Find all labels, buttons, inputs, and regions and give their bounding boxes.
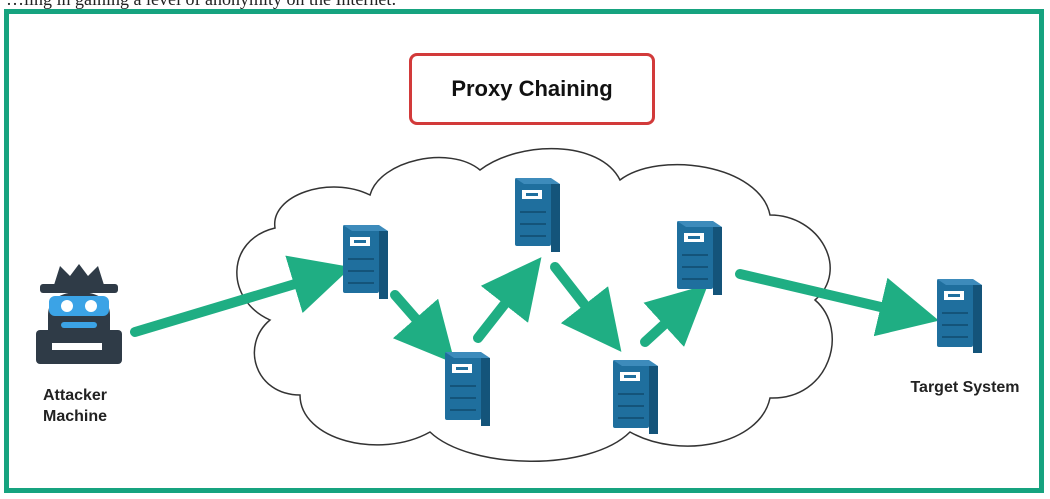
- arrow-proxy3-to-proxy4: [550, 262, 622, 352]
- arrow-proxy2-to-proxy3: [473, 257, 542, 343]
- proxy-server-icon-4: [612, 359, 659, 435]
- arrow-proxy5-to-target: [735, 269, 939, 337]
- proxy-server-icon-3: [514, 177, 561, 253]
- page-caption: …ling in gaining a level of anonymity on…: [6, 0, 396, 10]
- target-system-label: Target System: [910, 379, 1020, 396]
- diagram-title: Proxy Chaining: [451, 76, 613, 101]
- attacker-icon: [36, 264, 122, 364]
- proxy-server-icon-2: [444, 351, 491, 427]
- attacker-machine-label: Attacker Machine: [30, 385, 120, 427]
- arrow-proxy4-to-proxy5: [640, 284, 709, 347]
- arrow-attacker-to-proxy1: [130, 255, 352, 337]
- target-server-icon: [936, 278, 983, 354]
- arrows: [130, 255, 939, 364]
- arrow-proxy1-to-proxy2: [390, 290, 456, 364]
- proxy-server-icon-1: [342, 224, 389, 300]
- attacker-label-line2: Machine: [42, 408, 107, 425]
- title-box: Proxy Chaining: [409, 53, 655, 125]
- proxy-server-icon-5: [676, 220, 723, 296]
- attacker-label-line1: Attacker: [42, 387, 108, 404]
